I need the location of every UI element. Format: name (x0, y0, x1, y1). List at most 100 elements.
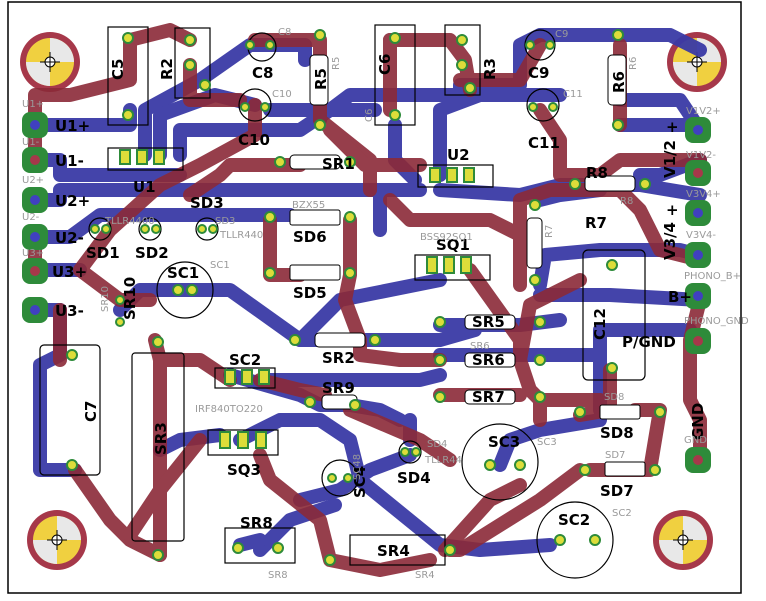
label-u2: U2 (447, 146, 470, 164)
label-sd3: SD3 (190, 194, 224, 212)
silk-sd4: SD4 (427, 439, 447, 450)
label-c5: C5 (109, 59, 127, 80)
label-r8: R8 (586, 164, 608, 182)
label-sr3: SR3 (152, 422, 170, 455)
label-u1m: U1- (55, 152, 84, 170)
label-u2m: U2- (55, 229, 84, 247)
label-sd8: SD8 (600, 424, 634, 442)
silk-bzx55: BZX55 (292, 200, 325, 211)
label-plus-1: + (666, 118, 679, 136)
silk-tllr: TLLR440 (219, 230, 263, 241)
pad-u2p (22, 187, 48, 213)
silk-tllr44: TLLR44 (424, 455, 462, 466)
silk-u2m: U2- (22, 212, 40, 223)
label-sr5: SR5 (472, 313, 505, 331)
silk-v1m: V1V2- (686, 150, 716, 161)
sd8-body (599, 404, 641, 420)
silk-phg: PHONO_GND (684, 316, 749, 327)
silk-c10: C10 (272, 89, 292, 100)
silk-r5: R5 (331, 57, 342, 70)
silk-irf: IRF840TO220 (195, 404, 263, 415)
pad-v3p (685, 200, 711, 226)
pad-u1m (22, 147, 48, 173)
pad-u3p (22, 258, 48, 284)
silk-u1p: U1+ (22, 99, 44, 110)
silk-sc2: SC2 (612, 508, 632, 519)
label-c8: C8 (252, 64, 273, 82)
label-sr7: SR7 (472, 388, 505, 406)
silk-gnd: GND (684, 435, 707, 446)
label-r5: R5 (312, 68, 330, 90)
label-u1: U1 (133, 178, 156, 196)
label-sc1: SC1 (167, 264, 199, 282)
label-r2: R2 (158, 58, 176, 80)
r7-body (526, 217, 543, 269)
label-v34: V3/4 (661, 222, 679, 260)
sr6-body (464, 352, 516, 368)
u1-outline (107, 147, 184, 171)
c10-outline (238, 88, 272, 122)
r2-outline (174, 27, 211, 99)
silk-sr8: SR8 (268, 570, 288, 581)
sd5-body (289, 264, 341, 281)
label-c10: C10 (238, 131, 270, 149)
label-phg: P/GND (622, 333, 676, 351)
silk-c8: C8 (278, 27, 291, 38)
label-sr10: SR10 (121, 277, 139, 320)
label-phb: B+ (668, 288, 692, 306)
label-c11: C11 (528, 134, 560, 152)
sq1-outline (414, 254, 491, 281)
silk-sd3: SD3 (215, 216, 235, 227)
pad-v3m (685, 242, 711, 268)
label-sr4: SR4 (377, 542, 410, 560)
silk-phb: PHONO_B+ (684, 271, 741, 282)
silk-sr4: SR4 (415, 570, 435, 581)
sr1-body (289, 154, 341, 170)
label-r3: R3 (481, 58, 499, 80)
label-sr6: SR6 (472, 351, 505, 369)
label-sd6: SD6 (293, 228, 327, 246)
label-sr9: SR9 (322, 379, 355, 397)
label-gnd: GND (689, 403, 707, 440)
label-sr8: SR8 (240, 514, 273, 532)
silkscreen-outlines (39, 24, 646, 579)
pad-u3m (22, 297, 48, 323)
silk-sr6: SR6 (470, 341, 490, 352)
silk-r6: R6 (628, 57, 639, 70)
r6-body (607, 54, 627, 106)
pad-u2m (22, 224, 48, 250)
silk-c11: C11 (563, 89, 583, 100)
mount-hole-bottom-left (27, 510, 87, 570)
sc1-outline (156, 261, 214, 319)
silk-sc1: SC1 (210, 260, 230, 271)
sr5-body (464, 314, 516, 330)
sc3-outline (461, 423, 539, 501)
label-c9: C9 (528, 64, 549, 82)
c12-outline (582, 249, 646, 381)
sc2-outline (214, 367, 276, 389)
label-sc2-top: SC2 (229, 351, 261, 369)
label-v12: V1/2 (661, 140, 679, 178)
label-c12: C12 (591, 308, 609, 340)
connector-pads (22, 112, 711, 473)
sc2-cap-outline (536, 501, 614, 579)
silk-sd8: SD8 (604, 392, 624, 403)
label-sd7: SD7 (600, 482, 634, 500)
silk-tllr-sd1: TLLR4400 (104, 216, 155, 227)
u2-outline (417, 164, 494, 188)
c11-outline (526, 88, 560, 122)
label-sr2: SR2 (322, 349, 355, 367)
label-sc2: SC2 (558, 511, 590, 529)
c5-outline (107, 26, 149, 126)
r5-body (309, 54, 329, 106)
silk-u3p: U3+ (22, 248, 44, 259)
mount-hole-bottom-right (653, 510, 713, 570)
silk-u1m: U1- (22, 137, 40, 148)
silk-labels: U1+ U1- U2+ U2- U3+ V1V2+ V1V2- V3V4+ V3… (22, 27, 749, 581)
label-r6: R6 (610, 71, 628, 93)
silk-v3p: V3V4+ (686, 189, 721, 200)
silk-r8: R8 (620, 196, 633, 207)
label-sd1: SD1 (86, 244, 120, 262)
silk-r7: R7 (544, 225, 555, 238)
sc4-outline (321, 459, 359, 497)
